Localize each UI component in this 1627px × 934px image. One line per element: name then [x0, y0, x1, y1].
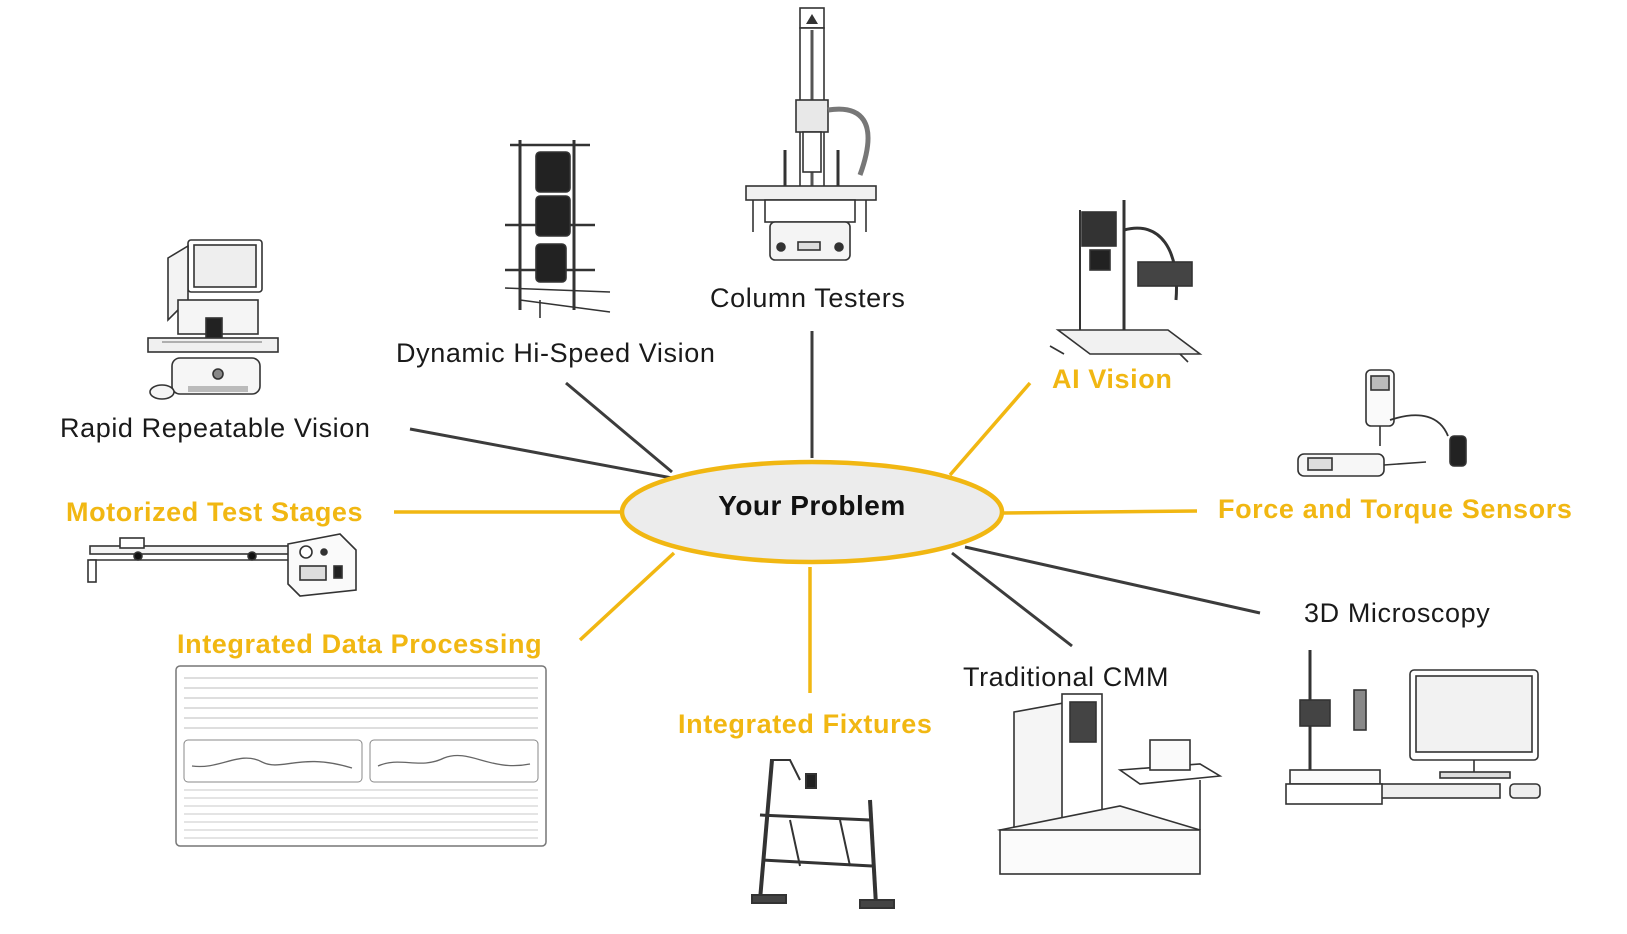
linear-stage-illustration — [87, 533, 357, 597]
microscope-workstation-illustration — [1285, 650, 1541, 805]
label-rapid-repeatable-vision: Rapid Repeatable Vision — [60, 413, 371, 443]
label-traditional-cmm: Traditional CMM — [963, 662, 1170, 692]
vision-system-illustration — [147, 239, 279, 400]
vision-rig-illustration — [504, 140, 611, 318]
label-integrated-fixtures: Integrated Fixtures — [678, 709, 933, 739]
label-force-and-torque-sensors: Force and Torque Sensors — [1218, 494, 1573, 524]
connector-integrated-data-processing — [578, 551, 676, 642]
center-label: Your Problem — [718, 490, 906, 521]
label-dynamic-hi-speed-vision: Dynamic Hi-Speed Vision — [396, 338, 716, 368]
label-motorized-test-stages: Motorized Test Stages — [66, 497, 364, 527]
ai-vision-rig-illustration — [1049, 200, 1203, 363]
connector-ai-vision — [948, 381, 1032, 477]
center-ellipse — [619, 459, 1005, 565]
connector-force-and-torque-sensors — [1003, 509, 1198, 515]
force-gauge-illustration — [1297, 369, 1467, 477]
fixture-frame-illustration — [751, 759, 895, 909]
column-tester-illustration — [745, 7, 877, 261]
label-ai-vision: AI Vision — [1052, 364, 1173, 394]
label-3d-microscopy: 3D Microscopy — [1304, 598, 1491, 628]
label-integrated-data-processing: Integrated Data Processing — [177, 629, 543, 659]
connector-rapid-repeatable-vision — [409, 427, 673, 480]
connector-dynamic-hi-speed-vision — [565, 381, 673, 474]
cmm-machine-illustration — [996, 693, 1223, 875]
connector-3d-microscopy — [964, 545, 1261, 615]
label-column-testers: Column Testers — [710, 283, 906, 313]
data-report-illustration — [175, 665, 547, 847]
connector-lines — [394, 331, 1261, 693]
connector-traditional-cmm — [951, 551, 1073, 648]
